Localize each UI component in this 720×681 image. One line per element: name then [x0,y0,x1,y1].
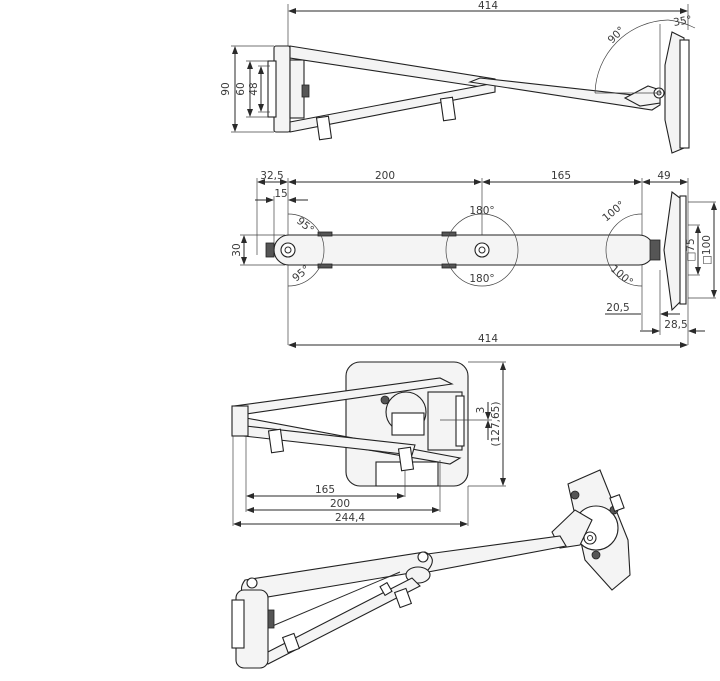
dim-folded-200: 200 [330,498,350,510]
dim-height-60: 60 [235,82,247,95]
dim-vesa-75: □75 [685,238,697,261]
swivel-left-top: 95° [294,215,316,236]
dim-folded-244-4: 244,4 [335,512,365,524]
dim-offset-32-5: 32,5 [260,170,283,182]
swivel-right-top: 100° [600,199,627,224]
dim-height-48: 48 [248,82,260,95]
dim-segment-200: 200 [375,170,395,182]
swivel-mid-top: 180° [469,205,494,217]
dim-offset-15: 15 [274,188,287,200]
dim-segment-165: 165 [551,170,571,182]
dim-offset-28-5: 28,5 [664,319,687,331]
swivel-left-bottom: 95° [290,263,312,284]
dim-tilt-90: 90° [606,24,628,46]
dim-folded-height: (127,65) [490,402,502,447]
dim-overall-length: 414 [478,0,498,12]
top-view: 32,5 200 165 49 15 30 95° 95° [231,170,717,348]
dim-overall-length-bottom: 414 [478,333,498,345]
dim-folded-3: 3 [475,407,487,414]
dim-height-90: 90 [220,82,232,95]
dim-tilt-35: 35° [672,14,692,29]
folded-view: 165 200 244,4 (127,65) 3 [231,361,506,527]
dim-folded-165: 165 [315,484,335,496]
swivel-mid-bottom: 180° [469,273,494,285]
dim-offset-20-5: 20,5 [606,302,629,314]
dim-arm-width-30: 30 [231,243,243,256]
dim-vesa-100: □100 [701,235,713,265]
side-view: 414 90° 35° 90 60 [220,0,696,154]
dim-depth-49: 49 [657,170,670,182]
isometric-view [231,469,631,669]
